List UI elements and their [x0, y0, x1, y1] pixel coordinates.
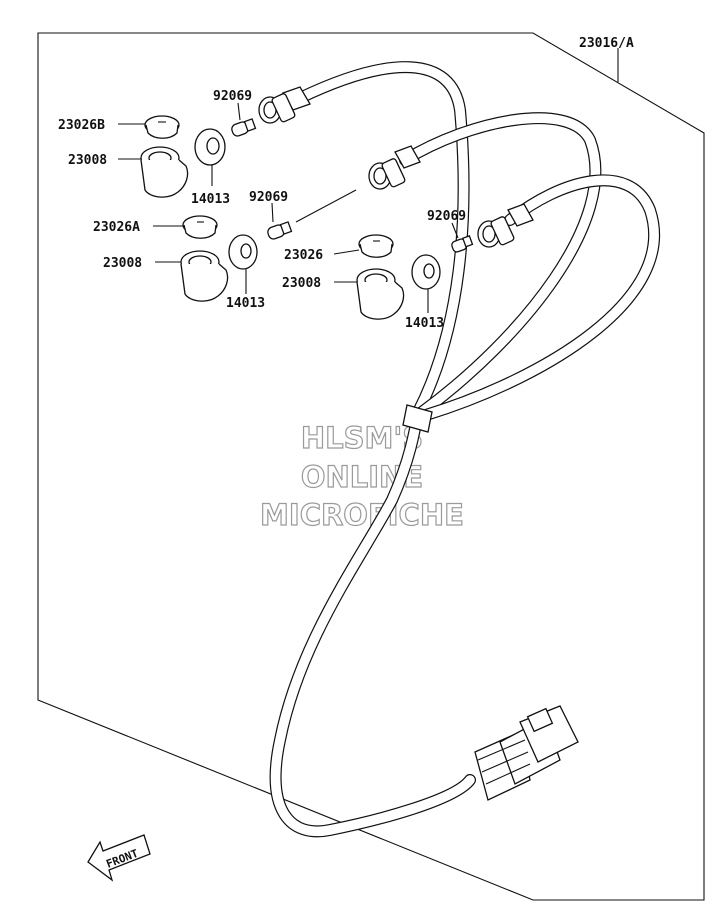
callout-92069-c: 92069 — [427, 209, 466, 224]
callout-23016A: 23016/A — [579, 36, 634, 51]
watermark: HLSM'S ONLINE MICROFICHE — [259, 420, 464, 532]
leader-lines — [118, 48, 619, 313]
diagram-frame — [37, 32, 705, 901]
lamp-cap-23026 — [358, 234, 394, 258]
bulb-92069-a — [231, 118, 257, 137]
callout-23008-b: 23008 — [103, 256, 142, 271]
harness-main-connector — [474, 705, 579, 801]
bulb-92069-b — [267, 189, 357, 240]
grommet-14013-a — [194, 128, 226, 166]
front-arrow: FRONT — [87, 834, 151, 882]
watermark-line-1: HLSM'S — [301, 421, 423, 455]
harness-tape-band — [402, 404, 433, 433]
socket-connector-1 — [258, 86, 311, 124]
callout-14013-c: 14013 — [405, 316, 444, 331]
bulb-92069-c — [451, 235, 474, 253]
watermark-line-3: MICROFICHE — [260, 498, 464, 532]
lamp-housing-23008-c — [356, 268, 405, 320]
callout-23026A: 23026A — [93, 220, 140, 235]
callout-23026B: 23026B — [58, 118, 105, 133]
lamp-housing-23008-a — [140, 146, 189, 198]
callout-23008-c: 23008 — [282, 276, 321, 291]
lamp-cap-23026B — [144, 115, 180, 139]
wiring-harness — [269, 61, 661, 838]
lamp-housing-23008-b — [180, 250, 229, 302]
callout-23008-a: 23008 — [68, 153, 107, 168]
socket-connector-2 — [368, 145, 421, 190]
callout-92069-a: 92069 — [213, 89, 252, 104]
grommet-14013-c — [411, 254, 441, 290]
callout-14013-b: 14013 — [226, 296, 265, 311]
socket-connector-3 — [477, 203, 534, 248]
callout-92069-b: 92069 — [249, 190, 288, 205]
callout-labels: 23016/A 23026B 23008 92069 14013 92069 2… — [58, 36, 634, 331]
callout-23026: 23026 — [284, 248, 323, 263]
grommet-14013-b — [228, 234, 258, 270]
lamp-cap-23026A — [182, 215, 218, 239]
callout-14013-a: 14013 — [191, 192, 230, 207]
